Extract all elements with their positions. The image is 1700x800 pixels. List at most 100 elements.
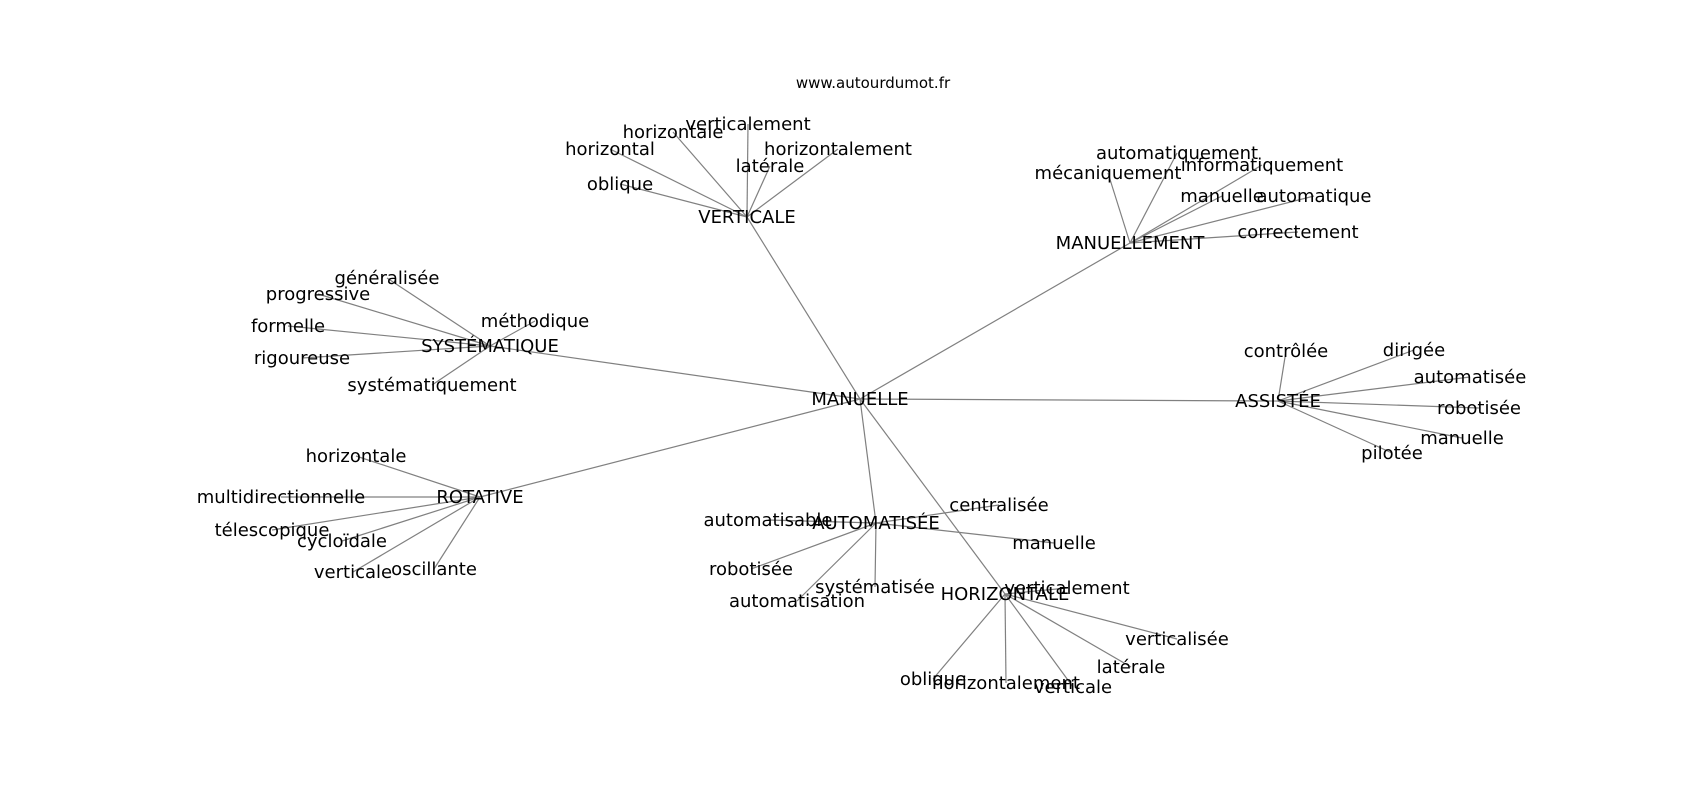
edge-manuellement-manuelle [1129,195,1223,244]
edge-assistee-dirigee [1277,349,1415,402]
edge-rotative-horizontale [355,455,481,498]
leaf-node-automatisee-centralisee: centralisée [949,495,1048,516]
edge-manuellement-correctement [1129,231,1299,244]
leaf-node-verticale-verticalement: verticalement [685,114,810,135]
hub-node-horizontale: HORIZONTALE [941,584,1070,605]
leaf-node-verticale-laterale: latérale [736,156,805,177]
edge-systematique-progressive [317,293,491,347]
hub-node-manuellement: MANUELLEMENT [1056,233,1206,254]
leaf-node-systematique-generalisee: généralisée [335,268,440,289]
edge-center-horizontale [859,398,1006,595]
edge-center-systematique [489,345,861,400]
hub-node-automatisee: AUTOMATISÉE [812,512,940,534]
edge-rotative-telescopique [271,496,481,531]
edge-horizontale-verticalisee [1004,593,1178,640]
edge-manuellement-mecaniquement [1107,172,1131,244]
leaf-node-systematique-progressive: progressive [266,284,370,305]
edge-center-rotative [479,398,861,498]
edge-horizontale-laterale [1004,593,1132,668]
leaf-node-rotative-verticale: verticale [314,562,392,583]
edge-rotative-oscillante [433,496,481,570]
leaf-node-systematique-rigoureuse: rigoureuse [254,348,350,369]
hub-node-rotative: ROTATIVE [436,487,523,508]
hub-node-verticale: VERTICALE [698,207,795,228]
leaf-node-manuellement-automatique: automatique [1256,186,1371,207]
leaf-node-assistee-pilotee: pilotée [1361,443,1423,464]
leaf-node-rotative-horizontale: horizontale [306,446,407,467]
edge-assistee-controlee [1277,350,1287,402]
edge-rotative-verticale [352,496,481,573]
leaf-node-assistee-manuelle: manuelle [1420,428,1504,449]
leaf-node-systematique-methodique: méthodique [481,311,589,332]
center-node-label: MANUELLE [811,389,908,410]
leaf-node-manuellement-informatiquement: informatiquement [1181,155,1343,176]
graph-edges [271,123,1480,688]
leaf-node-assistee-robotisee: robotisée [1437,398,1521,419]
leaf-node-rotative-telescopique: télescopique [215,520,330,541]
leaf-node-horizontale-horizontalement: horizontalement [932,673,1080,694]
edge-assistee-automatisee [1277,376,1471,402]
leaf-node-automatisee-systematisee: systématisée [815,577,935,598]
edge-center-verticale [746,216,861,400]
leaf-node-assistee-controlee: contrôlée [1244,341,1329,362]
edge-verticale-laterale [746,165,771,218]
edge-automatisee-automatisable [767,519,877,524]
edge-assistee-manuelle [1277,400,1463,439]
edge-horizontale-horizontalement [1004,593,1007,684]
leaf-node-manuellement-manuelle: manuelle [1180,186,1264,207]
leaf-node-verticale-horizontalement: horizontalement [764,139,912,160]
edge-systematique-generalisee [386,277,491,347]
edge-systematique-rigoureuse [301,345,491,359]
edge-manuellement-informatiquement [1129,164,1263,244]
leaf-node-automatisee-automatisation: automatisation [729,591,865,612]
graph-labels: www.autourdumot.fr MANUELLE VERTICALE hori… [197,74,1527,698]
leaf-node-verticale-horizontale: horizontale [623,122,724,143]
leaf-node-horizontale-verticalisee: verticalisée [1125,629,1229,650]
edge-center-manuellement [859,242,1131,400]
edge-verticale-horizontal [609,148,748,218]
leaf-node-horizontale-verticale: verticale [1034,677,1112,698]
edge-verticale-horizontalement [746,148,839,218]
leaf-node-assistee-automatisee: automatisée [1414,367,1527,388]
edge-manuellement-automatique [1129,195,1315,244]
edge-horizontale-verticale [1004,593,1074,688]
edge-automatisee-systematisee [874,522,877,588]
edge-horizontale-verticalement [1004,587,1068,595]
leaf-node-manuellement-automatiquement: automatiquement [1096,143,1258,164]
edge-horizontale-oblique [932,593,1006,680]
leaf-node-verticale-oblique: oblique [587,174,653,195]
edge-verticale-horizontale [672,131,748,218]
leaf-node-assistee-dirigee: dirigée [1383,340,1445,361]
hub-node-assistee: ASSISTÉE [1235,390,1321,412]
leaf-node-manuellement-correctement: correctement [1237,222,1358,243]
leaf-node-rotative-cycloidale: cycloïdale [297,531,387,552]
edge-center-automatisee [859,398,877,524]
hub-node-systematique: SYSTÉMATIQUE [421,335,559,357]
edge-manuellement-automatiquement [1129,152,1178,244]
edge-center-assistee [859,398,1279,402]
edge-automatisee-manuelle [875,522,1055,544]
edge-assistee-pilotee [1277,400,1393,454]
leaf-node-rotative-multidirectionnelle: multidirectionnelle [197,487,365,508]
leaf-node-verticale-horizontal: horizontal [565,139,655,160]
leaf-node-automatisee-manuelle: manuelle [1012,533,1096,554]
leaf-node-horizontale-verticalement: verticalement [1004,578,1129,599]
leaf-node-systematique-systematiquement: systématiquement [347,375,516,396]
leaf-node-horizontale-laterale: latérale [1097,657,1166,678]
leaf-node-automatisee-robotisee: robotisée [709,559,793,580]
leaf-node-manuellement-mecaniquement: mécaniquement [1035,163,1182,184]
leaf-node-rotative-oscillante: oscillante [391,559,477,580]
source-label: www.autourdumot.fr [796,74,951,92]
edge-verticale-oblique [619,183,748,218]
edge-assistee-robotisee [1277,400,1480,409]
leaf-node-automatisee-automatisable: automatisable [703,510,832,531]
edge-systematique-systematiquement [431,345,491,386]
edge-automatisee-robotisee [750,522,877,570]
edge-systematique-formelle [287,325,491,347]
leaf-node-horizontale-oblique: oblique [900,669,966,690]
edge-automatisee-automatisation [796,522,877,602]
edge-automatisee-centralisee [875,504,1000,524]
leaf-node-systematique-formelle: formelle [251,316,325,337]
